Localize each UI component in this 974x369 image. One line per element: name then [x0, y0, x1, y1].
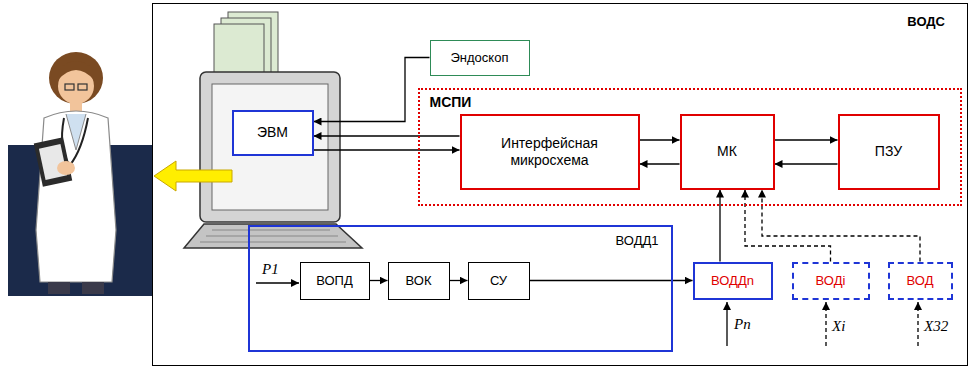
- signal-label: Xi: [832, 318, 845, 335]
- box-label: Интерфейсная микросхема: [490, 135, 610, 169]
- connector-arrow: [314, 135, 460, 136]
- computer-figure: [184, 12, 362, 248]
- connector-arrow: [775, 163, 838, 164]
- input-arrow: [825, 302, 826, 346]
- connector-arrow: [370, 280, 388, 281]
- memory-box: ПЗУ: [838, 114, 940, 190]
- connector-arrow: [745, 190, 831, 262]
- box-label: ВОК: [406, 273, 432, 289]
- process-box: Интерфейсная микросхема: [460, 114, 640, 190]
- connector-arrow: [719, 190, 720, 262]
- system-frame: ВОДС ЭВМ ЭндоскопМСПИ Интерфейсная микросхе…: [152, 3, 968, 366]
- group-title: ВОДД1: [616, 233, 659, 249]
- input-arrow: [256, 282, 299, 283]
- group-title: МСПИ: [430, 94, 472, 111]
- connector-arrow: [775, 139, 838, 140]
- sensor-box: ВОДДn: [693, 262, 773, 300]
- signal-label: X32: [924, 318, 948, 335]
- connector-arrow: [640, 139, 680, 140]
- process-box: СУ: [468, 262, 530, 300]
- connector-arrow: [530, 280, 693, 281]
- process-box: ВОК: [388, 262, 450, 300]
- box-label: ПЗУ: [875, 143, 902, 160]
- box-label: СУ: [490, 273, 507, 289]
- sensor-box: ВОД: [888, 262, 953, 300]
- process-box: МК: [680, 114, 775, 190]
- output-arrow: [154, 161, 232, 191]
- connector-arrow: [762, 190, 920, 262]
- module-frame: МСПИ Интерфейсная микросхема МК ПЗУ: [418, 88, 962, 206]
- box-label: ВОДДn: [711, 273, 754, 289]
- input-arrow: [726, 302, 727, 346]
- box-label: МК: [717, 143, 737, 160]
- sensor-frame: ВОДД1ВОПД ВОК СУ: [248, 225, 673, 352]
- connector-arrow: [314, 149, 460, 150]
- input-arrow: [917, 302, 918, 346]
- box-label: ВОПД: [316, 273, 353, 289]
- doctor-figure: [8, 52, 152, 296]
- group-title: ВОДС: [907, 14, 945, 30]
- box-label: ВОД: [907, 273, 934, 289]
- signal-label: P1: [262, 261, 279, 278]
- box-label: ЭВМ: [257, 124, 288, 141]
- computer-box: ЭВМ: [232, 110, 314, 156]
- box-label: Эндоскоп: [451, 50, 509, 66]
- device-box: Эндоскоп: [430, 40, 530, 76]
- connector-arrow: [640, 163, 680, 164]
- connector-arrow: [450, 280, 468, 281]
- process-box: ВОПД: [300, 262, 370, 300]
- signal-label: Pn: [734, 316, 751, 333]
- box-label: ВОДi: [816, 273, 846, 289]
- sensor-box: ВОДi: [792, 262, 870, 300]
- connector-arrow: [314, 58, 430, 122]
